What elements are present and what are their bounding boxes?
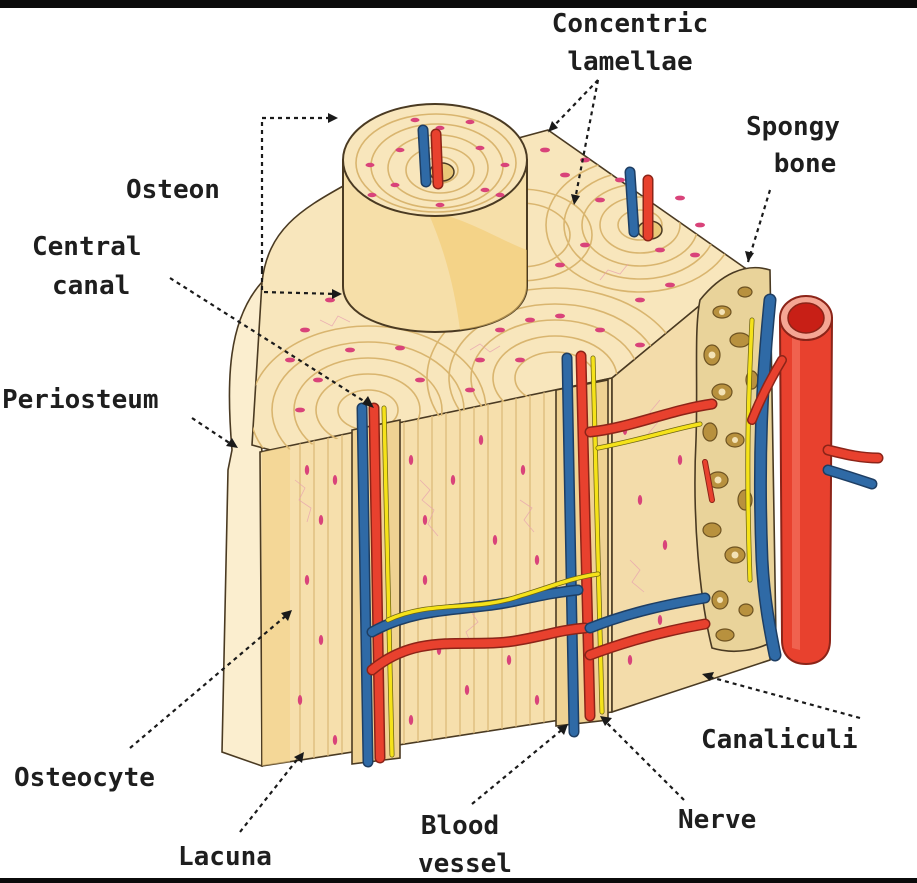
front-lamellae-lines [299,390,545,766]
label-nerve: Nerve [678,805,756,835]
label-blood-vessel-line2: vessel [418,849,512,879]
lacunae [285,147,705,745]
label-central-canal-line2: canal [52,271,130,301]
label-osteon: Osteon [126,175,220,205]
bone-front-edge [262,446,290,766]
label-blood-vessel-line1: Blood [421,811,499,841]
leader-arrowheads [226,113,754,763]
label-concentric-lamellae-line2: lamellae [567,47,692,77]
vessel-network [356,293,782,768]
leader-lines [129,79,861,833]
label-central-canal-line1: Central [32,232,142,262]
label-osteocyte: Osteocyte [14,763,155,793]
label-lacuna: Lacuna [178,842,272,872]
main-artery [747,295,884,666]
osteon-canal-right [624,166,663,242]
bottom-border [0,878,917,883]
label-canaliculi: Canaliculi [701,725,858,755]
osteon-cylinder [342,103,528,334]
label-spongy-bone-line2: bone [774,149,837,179]
labels: Concentric lamellae Spongy bone Osteon C… [2,9,858,879]
label-spongy-bone-line1: Spongy [746,112,840,142]
label-concentric-lamellae-line1: Concentric [552,9,709,39]
label-periosteum: Periosteum [2,385,159,415]
top-border [0,0,917,8]
